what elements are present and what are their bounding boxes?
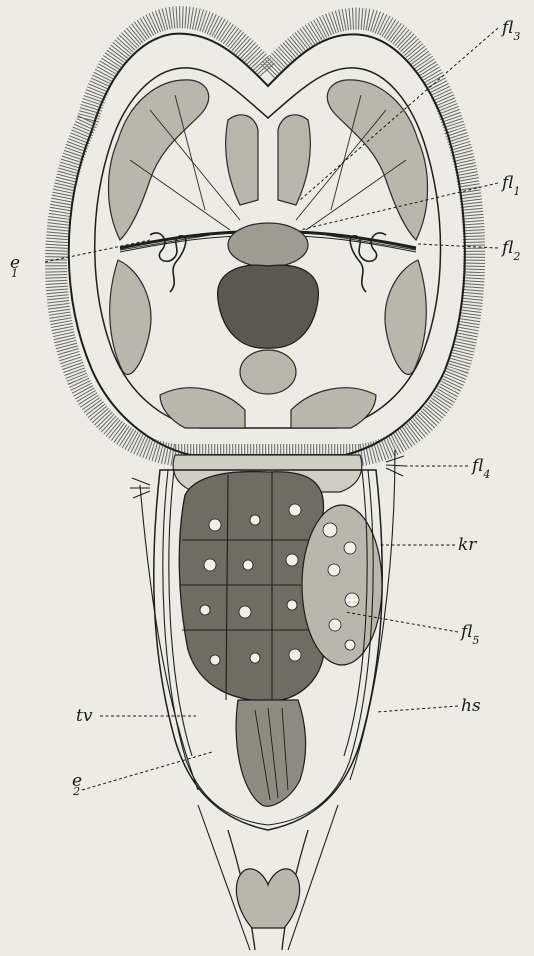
tail-bulb — [236, 869, 299, 928]
cerebral-ganglion — [228, 223, 308, 267]
label-fl3: fl3 — [500, 18, 520, 43]
label-fl5: fl5 — [459, 622, 479, 647]
stomach — [218, 265, 319, 348]
label-hs: hs — [461, 696, 481, 716]
label-fl4: fl4 — [470, 456, 490, 481]
label-kr: kr — [458, 535, 477, 555]
hind-gut — [236, 700, 306, 806]
label-e2: e2 — [72, 771, 82, 798]
tail-stalk — [198, 805, 338, 950]
label-tv: tv — [76, 706, 93, 726]
label-fl1: fl1 — [500, 173, 520, 198]
label-e1: e1 — [10, 253, 20, 280]
label-fl2: fl2 — [500, 238, 520, 263]
